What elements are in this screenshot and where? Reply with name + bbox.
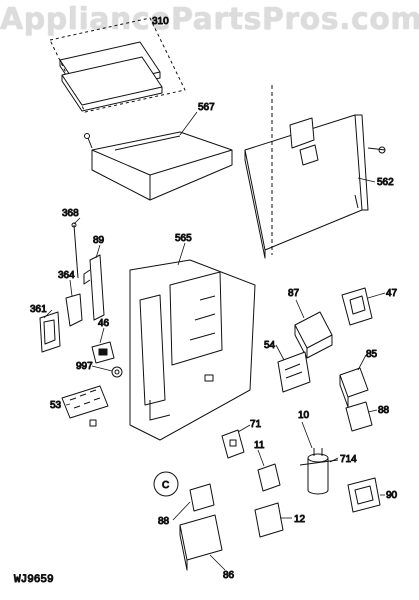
part-86-relay bbox=[179, 514, 223, 571]
label-10: 10 bbox=[298, 410, 310, 421]
label-567: 567 bbox=[198, 102, 215, 113]
part-89-bracket bbox=[83, 254, 105, 321]
part-12-relay bbox=[254, 502, 284, 538]
label-71: 71 bbox=[250, 419, 262, 430]
label-88-left: 88 bbox=[158, 516, 170, 527]
label-54: 54 bbox=[264, 340, 276, 351]
part-368-rod bbox=[71, 222, 79, 279]
label-85: 85 bbox=[366, 349, 378, 360]
part-53-terminal-block bbox=[61, 385, 109, 427]
part-361-bracket bbox=[39, 311, 61, 353]
label-46: 46 bbox=[98, 318, 110, 329]
part-310-filter-pads bbox=[49, 17, 186, 113]
watermark: AppliancePartsPros.com bbox=[0, 2, 419, 37]
part-364-clip bbox=[65, 293, 83, 327]
part-88-relay-left bbox=[189, 483, 215, 512]
label-89: 89 bbox=[93, 235, 105, 246]
label-997: 997 bbox=[76, 361, 93, 372]
label-714: 714 bbox=[340, 454, 357, 465]
leader-lines bbox=[43, 111, 386, 571]
part-567-cover bbox=[84, 131, 233, 201]
label-86: 86 bbox=[223, 570, 235, 581]
label-310: 310 bbox=[152, 16, 169, 27]
part-562-panel bbox=[244, 85, 386, 259]
part-85-relay bbox=[339, 367, 369, 408]
part-54-terminal-strip bbox=[277, 351, 311, 393]
label-361: 361 bbox=[30, 304, 47, 315]
part-565-chassis bbox=[129, 259, 256, 441]
part-88-relay-right bbox=[345, 401, 373, 432]
label-368: 368 bbox=[62, 208, 79, 219]
callout-labels: 310 567 562 565 368 89 364 361 46 997 53… bbox=[30, 16, 399, 582]
label-364: 364 bbox=[58, 270, 75, 281]
label-12: 12 bbox=[294, 514, 306, 525]
label-87: 87 bbox=[288, 288, 300, 299]
part-46-switch bbox=[91, 341, 115, 364]
label-c: C bbox=[162, 480, 169, 491]
part-87-relay bbox=[294, 311, 333, 359]
part-90-relay bbox=[347, 477, 381, 513]
part-47-relay bbox=[341, 287, 373, 326]
label-11: 11 bbox=[254, 440, 265, 451]
label-565: 565 bbox=[175, 233, 192, 244]
part-11-switch bbox=[257, 463, 281, 492]
label-562: 562 bbox=[377, 177, 394, 188]
callout-circle-c bbox=[153, 471, 179, 497]
label-90: 90 bbox=[386, 490, 398, 501]
doc-code: WJ9659 bbox=[14, 574, 54, 586]
part-997-knob bbox=[111, 366, 123, 378]
part-71-relay bbox=[221, 429, 245, 459]
label-88-right: 88 bbox=[378, 405, 390, 416]
part-714-capacitor bbox=[299, 448, 339, 495]
label-53: 53 bbox=[50, 400, 62, 411]
label-47: 47 bbox=[386, 288, 398, 299]
